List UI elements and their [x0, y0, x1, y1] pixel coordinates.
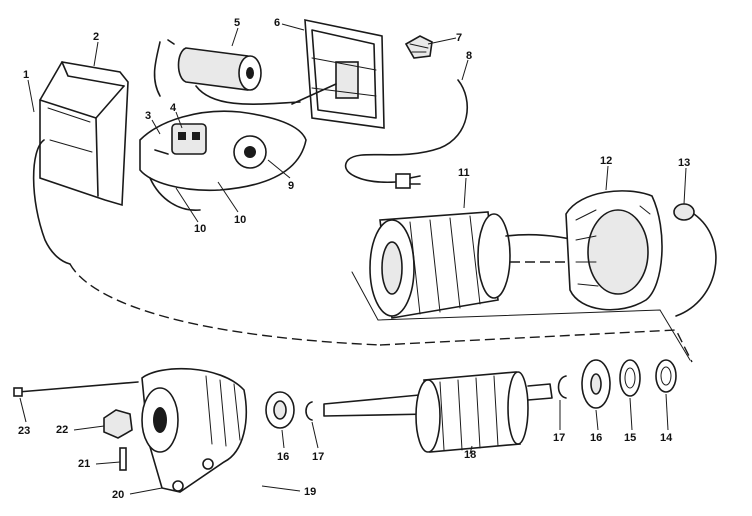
capacitor: [177, 47, 301, 105]
end-bell-rear: [565, 190, 663, 311]
strain-relief: [404, 35, 433, 59]
power-cord-plug: [345, 79, 469, 189]
callout-3: 3: [145, 110, 151, 122]
stator: [369, 211, 591, 319]
nut: [103, 409, 133, 439]
callout-9: 9: [288, 180, 294, 192]
assembly-line-right: [379, 329, 693, 363]
callout-10-b: 10: [234, 214, 246, 226]
callout-11: 11: [458, 167, 470, 179]
grommet: [673, 203, 717, 317]
callout-6: 6: [274, 17, 280, 29]
callout-17-right: 17: [553, 432, 565, 444]
callout-16-left: 16: [277, 451, 289, 463]
retaining-ring-left: [305, 401, 313, 421]
ground-wire: [153, 39, 175, 97]
callout-22: 22: [56, 424, 68, 436]
callout-10-a: 10: [194, 223, 206, 235]
callout-13: 13: [678, 157, 690, 169]
callout-15: 15: [624, 432, 636, 444]
bearing-right: [581, 359, 611, 409]
callout-16-right: 16: [590, 432, 602, 444]
end-bell-front: [141, 367, 247, 493]
callout-1: 1: [23, 69, 29, 81]
callout-12: 12: [600, 155, 612, 167]
through-bolt: [13, 381, 139, 397]
terminal-plate: [291, 19, 385, 129]
callout-19: 19: [304, 486, 316, 498]
callout-7: 7: [456, 32, 462, 44]
callout-8: 8: [466, 50, 472, 62]
rotor: [323, 371, 553, 453]
snap-ring: [655, 359, 677, 393]
stator-base-plane: [351, 271, 691, 361]
spring-washer: [619, 359, 641, 397]
callout-4: 4: [170, 102, 177, 114]
retaining-ring-right: [557, 375, 567, 399]
callout-14: 14: [660, 432, 673, 444]
callout-18: 18: [464, 449, 476, 461]
callout-17-left: 17: [312, 451, 324, 463]
bearing-left: [265, 391, 295, 429]
switch-bracket-assembly: [139, 110, 307, 211]
callout-20: 20: [112, 489, 124, 501]
callout-5: 5: [234, 17, 240, 29]
washer-pin: [119, 447, 127, 471]
switch-box-cover: [39, 61, 129, 207]
callout-2: 2: [93, 31, 99, 43]
callout-21: 21: [78, 458, 90, 470]
assembly-line-left: [69, 263, 381, 346]
leader-lines: [19, 23, 687, 495]
power-cord-left: [32, 139, 71, 265]
callout-23: 23: [18, 425, 30, 437]
